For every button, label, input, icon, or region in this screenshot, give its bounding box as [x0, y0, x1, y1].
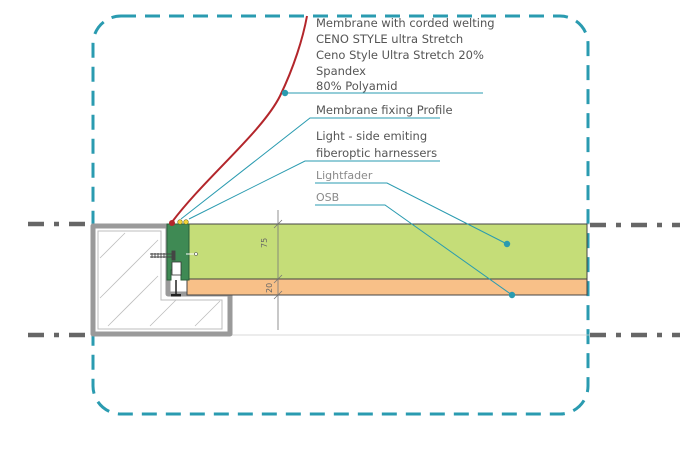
screw-icon — [150, 250, 176, 261]
label-light-2: fiberoptic harnessers — [316, 146, 437, 160]
label-membrane-5: 80% Polyamid — [316, 79, 398, 93]
detail-callout-outline — [91, 14, 590, 416]
membrane-curve — [171, 15, 308, 223]
fiberoptic-point-1 — [177, 219, 183, 225]
leader-fixing-profile — [180, 117, 440, 220]
label-fixing-profile: Membrane fixing Profile — [316, 103, 453, 117]
labels: Membrane with corded welting CENO STYLE … — [316, 16, 495, 204]
fixing-profile — [166, 223, 190, 297]
label-light-1: Light - side emiting — [316, 129, 427, 143]
centerlines — [28, 221, 680, 338]
label-lightfader: Lightfader — [316, 169, 373, 182]
led-marker — [186, 252, 198, 256]
label-osb: OSB — [316, 191, 339, 204]
dot-marker — [281, 89, 289, 97]
fiberoptic-point-2 — [183, 219, 189, 225]
dot-marker — [503, 240, 511, 248]
profile-insert — [171, 261, 182, 276]
wall-section — [90, 223, 233, 337]
dot-marker — [508, 291, 516, 299]
osb-layer — [186, 278, 588, 296]
label-membrane-1: Membrane with corded welting — [316, 16, 495, 30]
label-membrane-4: Spandex — [316, 64, 366, 78]
dimension-lightfader: 75 — [260, 238, 269, 248]
corded-welting — [169, 220, 175, 226]
leader-fiberoptic — [188, 160, 440, 220]
profile-foot — [171, 294, 181, 297]
dimension-osb: 20 — [265, 283, 274, 293]
leader-lightfader — [315, 182, 508, 245]
leader-dots — [281, 89, 516, 299]
lightfader-layer — [186, 223, 588, 280]
leader-osb — [315, 204, 513, 296]
leader-lines — [180, 92, 513, 296]
dimension-line — [273, 210, 283, 330]
label-membrane-3: Ceno Style Ultra Stretch 20% — [316, 48, 484, 62]
label-membrane-2: CENO STYLE ultra Stretch — [316, 32, 463, 46]
wall-hatching — [99, 232, 221, 327]
